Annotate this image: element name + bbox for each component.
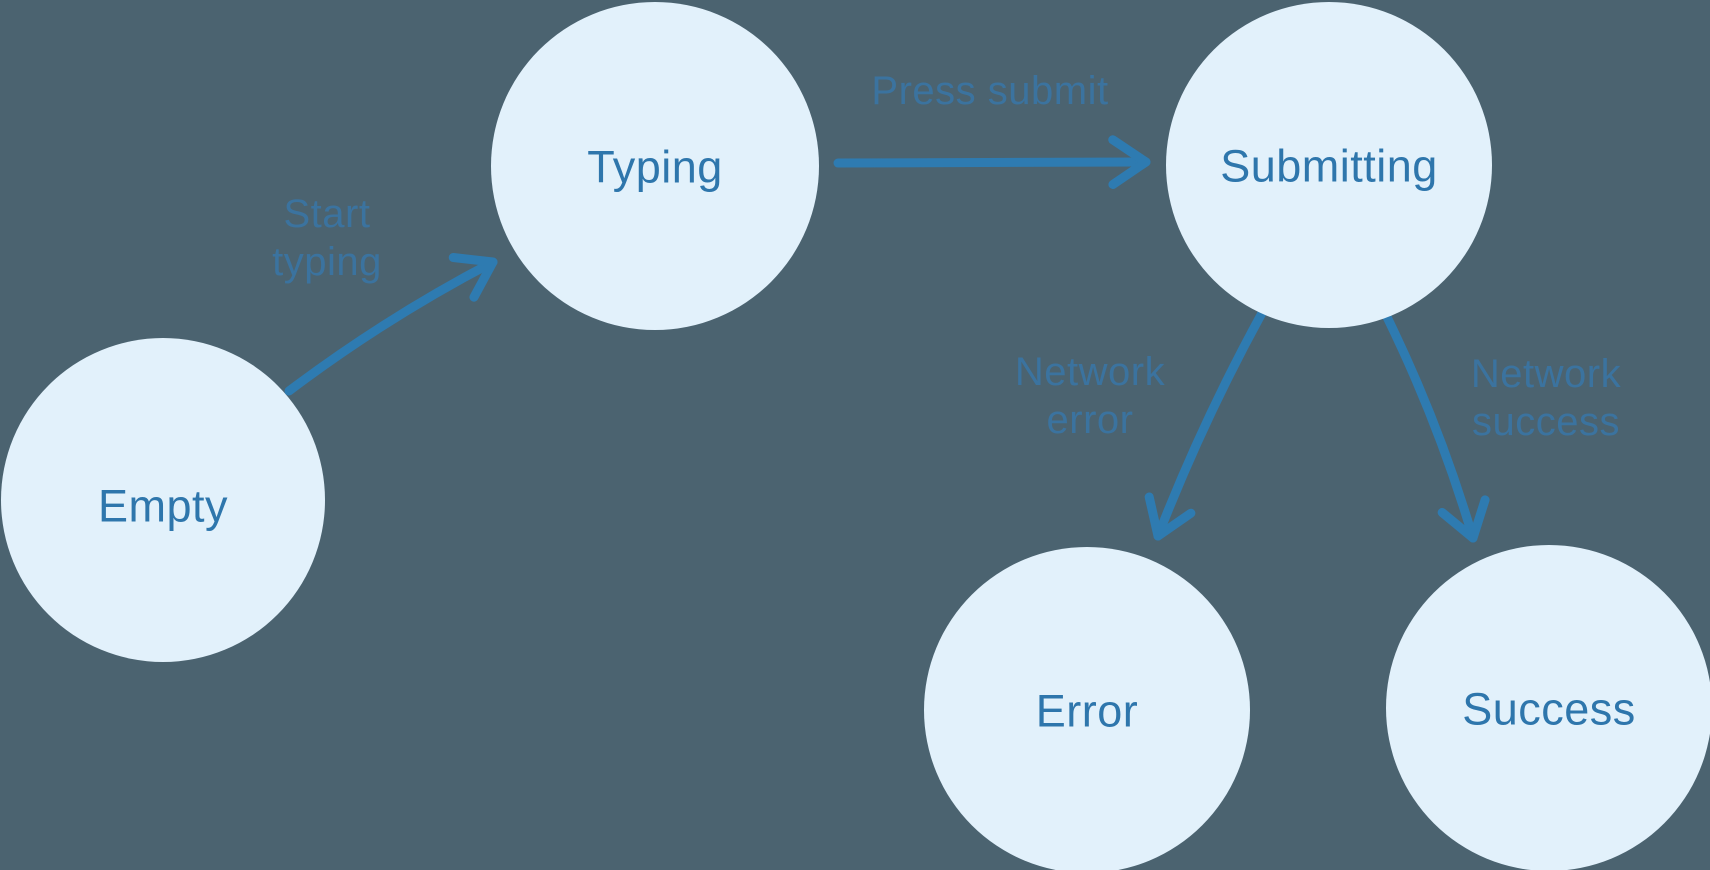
- state-circle-error: [924, 547, 1250, 870]
- edge-line-press-submit: [833, 157, 1151, 168]
- state-label-success: Success: [1462, 684, 1636, 735]
- state-label-error: Error: [1036, 686, 1139, 737]
- arrowhead-icon-network-error: [1144, 492, 1196, 541]
- edge-label-press-submit: Press submit: [871, 69, 1108, 113]
- state-circle-empty: [1, 338, 325, 662]
- state-circle-submitting: [1166, 2, 1492, 328]
- state-label-empty: Empty: [98, 481, 228, 532]
- edge-line-start-typing: [284, 257, 498, 396]
- state-circle-typing: [491, 2, 819, 330]
- arrowhead-icon-network-success: [1437, 495, 1490, 543]
- edge-line-network-success: [1382, 312, 1478, 543]
- arrowhead-icon-start-typing: [448, 253, 498, 302]
- state-node-success: Success: [1386, 545, 1710, 870]
- state-node-empty: Empty: [1, 338, 325, 662]
- arrowhead-icon-press-submit: [1108, 135, 1151, 189]
- state-node-error: Error: [924, 547, 1250, 870]
- transition-edge-press-submit: Press submit: [833, 69, 1151, 189]
- state-label-submitting: Submitting: [1220, 141, 1438, 192]
- state-circle-success: [1386, 545, 1710, 870]
- state-node-submitting: Submitting: [1166, 2, 1492, 328]
- state-node-typing: Typing: [491, 2, 819, 330]
- state-label-typing: Typing: [587, 142, 723, 193]
- edge-line-network-error: [1153, 308, 1267, 541]
